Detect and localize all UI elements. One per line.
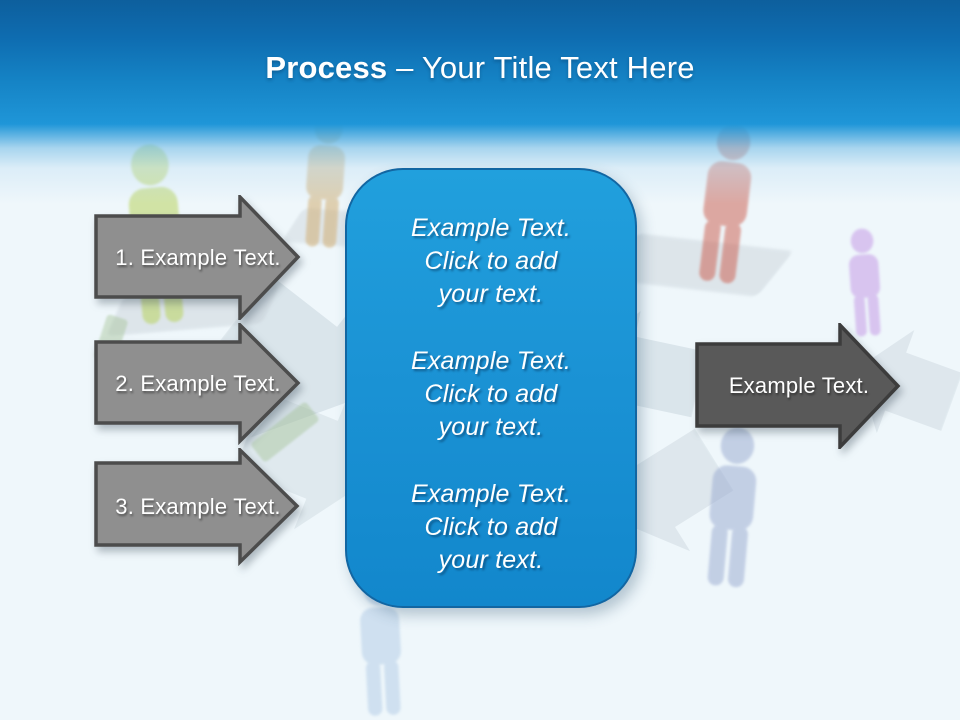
arrow-right-icon <box>695 323 901 449</box>
arrow-right-icon <box>94 195 301 320</box>
slide-title[interactable]: Process – Your Title Text Here <box>0 50 960 86</box>
process-arrow-1-label: 1. Example Text. <box>115 244 281 270</box>
process-arrow-3-label: 3. Example Text. <box>115 494 281 519</box>
arrow-right-icon <box>94 323 301 445</box>
placeholder-text-2[interactable]: Example Text. Click to add your text. <box>410 347 572 441</box>
slide-title-rest: – Your Title Text Here <box>387 50 695 85</box>
arrow-right-icon <box>94 448 300 566</box>
slide-title-bold: Process <box>265 50 388 85</box>
process-arrow-output-label: Example Text. <box>728 373 870 398</box>
process-arrow-2[interactable]: 2. Example Text. <box>94 323 318 445</box>
header-band <box>0 0 960 124</box>
center-text-box-content: Example Text. Click to add your text. Ex… <box>347 170 635 577</box>
process-arrow-2-label: 2. Example Text. <box>115 371 281 396</box>
process-arrow-1[interactable]: 1. Example Text. <box>94 195 318 320</box>
center-text-box[interactable]: Example Text. Click to add your text. Ex… <box>345 168 637 608</box>
placeholder-text-1[interactable]: Example Text. Click to add your text. <box>410 214 572 308</box>
placeholder-text-3[interactable]: Example Text. Click to add your text. <box>410 480 572 574</box>
process-arrow-3[interactable]: 3. Example Text. <box>94 448 318 566</box>
process-arrow-output[interactable]: Example Text. <box>695 323 909 449</box>
